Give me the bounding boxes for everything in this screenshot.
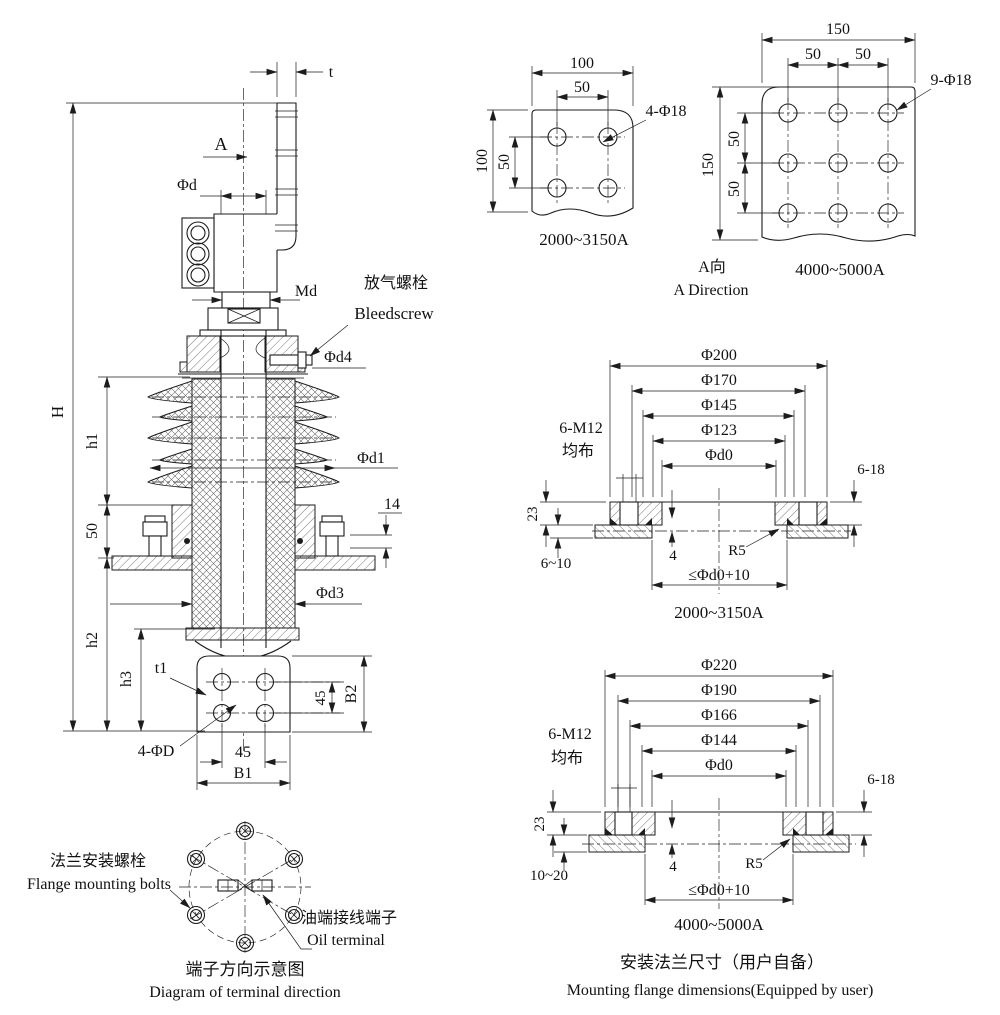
bleedscrew-label-en: Bleedscrew xyxy=(354,304,434,323)
dim-phid0: Φd0 xyxy=(705,447,733,464)
dim-phi220: Φ220 xyxy=(701,657,737,674)
dim-plate-hole: ≤Φd0+10 xyxy=(688,567,750,584)
dim-phi-d: Φd xyxy=(177,177,197,194)
dim-hole-spacing-a: 50 xyxy=(805,46,821,63)
dim-50: 50 xyxy=(84,523,101,539)
dim-plate-width: 150 xyxy=(826,21,850,38)
dim-plate-hole: ≤Φd0+10 xyxy=(688,882,750,899)
dim-10-20: 10~20 xyxy=(530,868,568,884)
dim-4-phiD: 4-ΦD xyxy=(138,743,175,760)
caption-current-range: 2000~3150A xyxy=(674,603,764,622)
dim-phi123: Φ123 xyxy=(701,422,737,439)
dim-B2: B2 xyxy=(343,685,360,704)
insulator-body xyxy=(147,330,340,648)
dim-phi-d1: Φd1 xyxy=(357,450,385,467)
bleedscrew-label-cn: 放气螺栓 xyxy=(364,274,428,292)
lower-body xyxy=(185,627,344,733)
bolt-note-2: 均布 xyxy=(551,749,583,767)
top-cap xyxy=(199,307,287,337)
dim-hole-spacing: 50 xyxy=(574,79,590,96)
bolt-pattern-large: 150 50 50 150 50 50 9-Φ18 4000~5000A A向 … xyxy=(673,21,971,299)
bolt-note-1: 6-M12 xyxy=(559,420,603,437)
holes-callout: 4-Φ18 xyxy=(645,103,686,120)
dim-B1: B1 xyxy=(234,765,253,782)
dim-phi166: Φ166 xyxy=(701,707,737,724)
bolt-note-1: 6-M12 xyxy=(548,726,592,743)
mounting-flange xyxy=(111,504,376,571)
dim-phid0: Φd0 xyxy=(705,757,733,774)
dim-6-18: 6-18 xyxy=(867,772,895,788)
dim-4: 4 xyxy=(669,548,677,564)
dim-45-horizontal: 45 xyxy=(235,744,251,761)
main-dimensions: t A Φd Md 放气螺栓 Bleedscrew Φd4 Φd1 14 Φd3… xyxy=(48,62,434,790)
dim-plate-height: 100 xyxy=(474,149,491,173)
a-direction-label-cn: A向 xyxy=(698,258,726,276)
top-terminal-palm xyxy=(181,213,278,309)
flange-bolts-label-en: Flange mounting bolts xyxy=(27,876,171,893)
threaded-neck xyxy=(221,291,271,309)
top-clamp-flange xyxy=(178,335,308,379)
caption-current-range: 2000~3150A xyxy=(539,230,629,249)
dim-45-vertical: 45 xyxy=(313,691,329,706)
main-assembly-view: t A Φd Md 放气螺栓 Bleedscrew Φd4 Φd1 14 Φd3… xyxy=(48,62,434,790)
dim-hole-spacing-v: 50 xyxy=(496,154,513,170)
flange-section-large: Φ220 Φ190 Φ166 Φ144 Φd0 6-M12 均布 23 10~2… xyxy=(530,657,895,934)
dim-t1: t1 xyxy=(155,660,167,677)
oil-terminal-label-en: Oil terminal xyxy=(307,932,385,949)
terminal-caption-cn: 端子方向示意图 xyxy=(186,960,305,979)
dim-H: H xyxy=(48,406,67,418)
dim-phi145: Φ145 xyxy=(701,397,737,414)
footer-titles: 安装法兰尺寸（用户自备） Mounting flange dimensions(… xyxy=(567,953,874,999)
dim-6-10: 6~10 xyxy=(541,556,572,572)
bottom-terminal-block xyxy=(196,655,291,733)
dim-6-18: 6-18 xyxy=(857,462,885,478)
dim-phi200: Φ200 xyxy=(701,347,737,364)
dim-md: Md xyxy=(295,283,317,300)
holes-callout: 9-Φ18 xyxy=(930,72,971,89)
dim-r5: R5 xyxy=(745,856,763,872)
dim-r5: R5 xyxy=(728,543,746,559)
caption-current-range: 4000~5000A xyxy=(674,915,764,934)
dim-4: 4 xyxy=(669,859,677,875)
dim-plate-height: 150 xyxy=(700,153,717,177)
dim-h3: h3 xyxy=(118,671,135,687)
bolt-note-2: 均布 xyxy=(562,442,594,460)
dim-plate-width: 100 xyxy=(570,55,594,72)
dim-phi-d4: Φd4 xyxy=(324,349,352,366)
caption-current-range: 4000~5000A xyxy=(795,260,885,279)
dim-h2: h2 xyxy=(84,632,101,648)
insulator-shed xyxy=(147,380,193,404)
dim-phi190: Φ190 xyxy=(701,682,737,699)
dim-23: 23 xyxy=(532,817,548,832)
dim-hole-v-b: 50 xyxy=(726,181,743,197)
dim-t: t xyxy=(329,64,334,81)
view-arrow-a: A xyxy=(215,134,228,154)
dim-14: 14 xyxy=(384,496,400,513)
footer-title-en: Mounting flange dimensions(Equipped by u… xyxy=(567,982,874,999)
bolt-pattern-small: 100 50 100 50 4-Φ18 2000~3150A xyxy=(474,55,687,249)
dim-phi170: Φ170 xyxy=(701,372,737,389)
flange-section-small: Φ200 Φ170 Φ145 Φ123 Φd0 6-M12 均布 23 6~10… xyxy=(525,347,885,622)
flange-bolt xyxy=(186,821,304,953)
oil-terminal-symbol xyxy=(217,879,273,892)
dim-23: 23 xyxy=(525,507,541,522)
oil-terminal-label-cn: 油端接线端子 xyxy=(301,909,397,927)
terminal-caption-en: Diagram of terminal direction xyxy=(149,984,340,1001)
dim-hole-v-a: 50 xyxy=(726,131,743,147)
flange-bolts-label-cn: 法兰安装螺栓 xyxy=(50,852,146,870)
bleed-screw xyxy=(269,351,313,369)
a-direction-label-en: A Direction xyxy=(673,282,748,299)
terminal-direction-diagram: 法兰安装螺栓 Flange mounting bolts 油端接线端子 Oil … xyxy=(27,821,397,1001)
footer-title-cn: 安装法兰尺寸（用户自备） xyxy=(620,953,824,972)
dim-phi-d3: Φd3 xyxy=(316,585,344,602)
conductor-tube xyxy=(275,102,298,251)
dim-hole-spacing-b: 50 xyxy=(855,46,871,63)
dim-h1: h1 xyxy=(84,433,101,449)
dim-phi144: Φ144 xyxy=(701,732,737,749)
